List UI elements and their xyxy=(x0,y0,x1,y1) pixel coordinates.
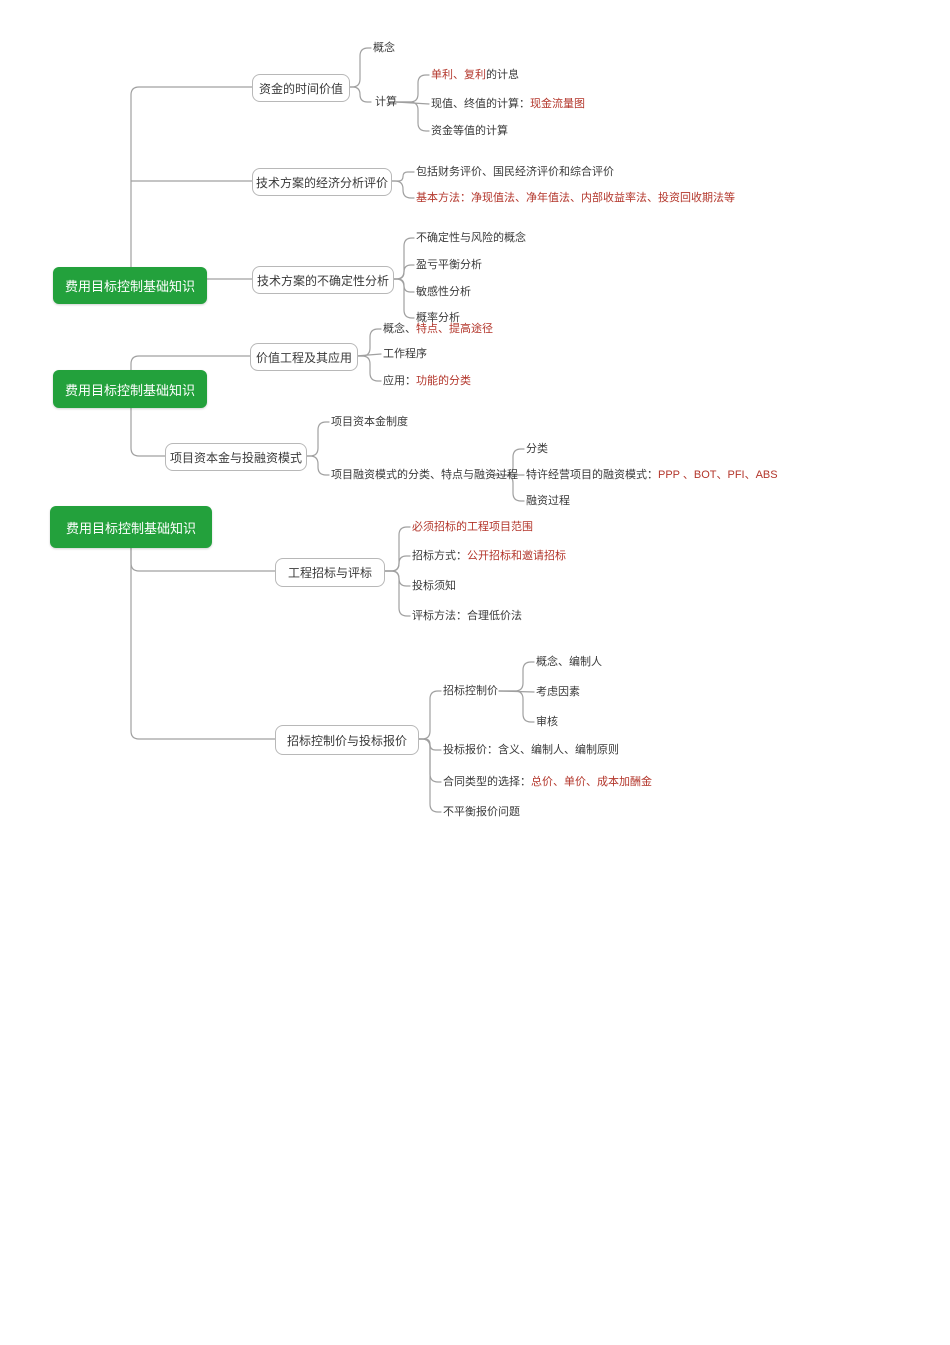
root-node-1[interactable]: 费用目标控制基础知识 xyxy=(53,267,207,304)
leaf-text: 投标报价：含义、编制人、编制原则 xyxy=(443,744,619,756)
topic-box-uncertainty-analysis[interactable]: 技术方案的不确定性分析 xyxy=(252,266,394,294)
leaf-text-red: 公开招标和邀请招标 xyxy=(467,550,566,562)
root-node-2[interactable]: 费用目标控制基础知识 xyxy=(53,370,207,408)
root-node-3-label: 费用目标控制基础知识 xyxy=(65,520,196,536)
leaf-application-function[interactable]: 应用：功能的分类 xyxy=(383,372,471,390)
leaf-concept-compiler[interactable]: 概念、编制人 xyxy=(536,653,602,671)
topic-label: 技术方案的不确定性分析 xyxy=(256,273,389,288)
leaf-text: 审核 xyxy=(536,716,558,728)
leaf-text: 包括财务评价、国民经济评价和综合评价 xyxy=(416,166,614,178)
leaf-basic-methods[interactable]: 基本方法：净现值法、净年值法、内部收益率法、投资回收期法等 xyxy=(416,189,735,207)
leaf-equivalent-value[interactable]: 资金等值的计算 xyxy=(431,122,508,140)
leaf-review[interactable]: 审核 xyxy=(536,713,558,731)
topic-box-time-value[interactable]: 资金的时间价值 xyxy=(252,74,350,102)
leaf-text: 招标控制价 xyxy=(443,685,498,697)
leaf-uncertainty-risk-concept[interactable]: 不确定性与风险的概念 xyxy=(416,229,526,247)
leaf-text-red: PPP 、BOT、PFI、ABS xyxy=(658,469,778,481)
leaf-text: 投标须知 xyxy=(412,580,456,592)
root-node-1-label: 费用目标控制基础知识 xyxy=(64,279,195,294)
leaf-text: 评标方法：合理低价法 xyxy=(412,610,522,622)
topic-label: 资金的时间价值 xyxy=(258,81,343,96)
leaf-capital-system[interactable]: 项目资本金制度 xyxy=(331,413,408,431)
leaf-text: 合同类型的选择： xyxy=(443,776,531,788)
topic-label: 技术方案的经济分析评价 xyxy=(255,175,388,190)
leaf-calculation[interactable]: 计算 xyxy=(375,93,397,111)
leaf-text: 项目资本金制度 xyxy=(331,416,408,428)
root-node-2-label: 费用目标控制基础知识 xyxy=(64,382,195,398)
leaf-text-red: 功能的分类 xyxy=(416,375,471,387)
leaf-bid-instructions[interactable]: 投标须知 xyxy=(412,577,456,595)
leaf-text-red: 现金流量图 xyxy=(530,98,585,110)
leaf-mandatory-tender-scope[interactable]: 必须招标的工程项目范围 xyxy=(412,518,533,536)
leaf-unbalanced-bidding[interactable]: 不平衡报价问题 xyxy=(443,803,520,821)
leaf-evaluation-method[interactable]: 评标方法：合理低价法 xyxy=(412,607,522,625)
leaf-consideration-factors[interactable]: 考虑因素 xyxy=(536,683,580,701)
topic-box-capital-financing[interactable]: 项目资本金与投融资模式 xyxy=(165,443,307,471)
leaf-text-red: 必须招标的工程项目范围 xyxy=(412,521,533,533)
leaf-present-future-value[interactable]: 现值、终值的计算：现金流量图 xyxy=(431,95,585,113)
leaf-financing-modes[interactable]: 项目融资模式的分类、特点与融资过程 xyxy=(331,466,518,484)
topic-box-value-engineering[interactable]: 价值工程及其应用 xyxy=(250,343,358,371)
leaf-text: 计算 xyxy=(375,96,397,108)
leaf-text: 不平衡报价问题 xyxy=(443,806,520,818)
leaf-concept[interactable]: 概念 xyxy=(373,39,395,57)
leaf-text-red: 特点、提高途径 xyxy=(416,323,493,335)
leaf-text: 敏感性分析 xyxy=(416,286,471,298)
leaf-tender-control-price[interactable]: 招标控制价 xyxy=(443,682,498,700)
leaf-work-procedure[interactable]: 工作程序 xyxy=(383,345,427,363)
topic-label: 价值工程及其应用 xyxy=(255,350,352,365)
leaf-text: 现值、终值的计算： xyxy=(431,98,530,110)
topic-label: 工程招标与评标 xyxy=(287,566,372,580)
leaf-breakeven-analysis[interactable]: 盈亏平衡分析 xyxy=(416,256,482,274)
leaf-text: 概念、编制人 xyxy=(536,656,602,668)
leaf-text: 不确定性与风险的概念 xyxy=(416,232,526,244)
leaf-probability-analysis[interactable]: 概率分析 xyxy=(416,309,460,327)
leaf-text: 盈亏平衡分析 xyxy=(416,259,482,271)
leaf-text: 特许经营项目的融资模式： xyxy=(526,469,658,481)
leaf-concession-modes[interactable]: 特许经营项目的融资模式：PPP 、BOT、PFI、ABS xyxy=(526,466,778,484)
leaf-tender-methods[interactable]: 招标方式：公开招标和邀请招标 xyxy=(412,547,566,565)
root-node-3[interactable]: 费用目标控制基础知识 xyxy=(50,506,212,548)
leaf-text: 资金等值的计算 xyxy=(431,125,508,137)
leaf-sensitivity-analysis[interactable]: 敏感性分析 xyxy=(416,283,471,301)
leaf-text: 考虑因素 xyxy=(536,686,580,698)
leaf-text: 应用： xyxy=(383,375,416,387)
leaf-bid-price[interactable]: 投标报价：含义、编制人、编制原则 xyxy=(443,741,619,759)
topic-label: 招标控制价与投标报价 xyxy=(286,733,407,748)
topic-box-economic-analysis[interactable]: 技术方案的经济分析评价 xyxy=(252,168,392,196)
leaf-financing-process[interactable]: 融资过程 xyxy=(526,492,570,510)
topic-box-control-price-bid[interactable]: 招标控制价与投标报价 xyxy=(275,725,419,755)
leaf-text-red: 单利、复利 xyxy=(431,69,486,81)
leaf-text: 融资过程 xyxy=(526,495,570,507)
leaf-text: 项目融资模式的分类、特点与融资过程 xyxy=(331,469,518,481)
topic-label: 项目资本金与投融资模式 xyxy=(169,450,302,465)
leaf-classification[interactable]: 分类 xyxy=(526,440,548,458)
leaf-text: 的计息 xyxy=(486,69,519,81)
leaf-text-red: 总价、单价、成本加酬金 xyxy=(531,776,652,788)
leaf-text-red: 基本方法：净现值法、净年值法、内部收益率法、投资回收期法等 xyxy=(416,192,735,204)
leaf-simple-compound-interest[interactable]: 单利、复利的计息 xyxy=(431,66,519,84)
leaf-text: 分类 xyxy=(526,443,548,455)
leaf-text: 招标方式： xyxy=(412,550,467,562)
leaf-evaluation-types[interactable]: 包括财务评价、国民经济评价和综合评价 xyxy=(416,163,614,181)
leaf-text: 工作程序 xyxy=(383,348,427,360)
leaf-text: 概率分析 xyxy=(416,312,460,324)
topic-box-tender-evaluation[interactable]: 工程招标与评标 xyxy=(275,558,385,587)
leaf-text: 概念 xyxy=(373,42,395,54)
leaf-ve-concept-features[interactable]: 概念、特点、提高途径 xyxy=(383,320,493,338)
leaf-contract-type-selection[interactable]: 合同类型的选择：总价、单价、成本加酬金 xyxy=(443,773,652,791)
leaf-text: 概念、 xyxy=(383,323,416,335)
